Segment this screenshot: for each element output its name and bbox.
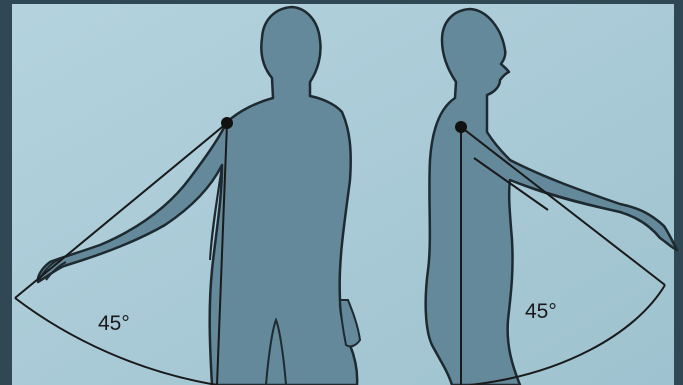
front-abduction-angle-label: 45°	[98, 312, 130, 335]
page-edge-left	[0, 0, 12, 385]
side-shoulder-joint-marker	[455, 121, 467, 133]
side-flexion-angle-label: 45°	[525, 300, 557, 323]
front-shoulder-joint-marker	[221, 117, 233, 129]
page-edge-right	[674, 0, 683, 385]
page-edge-top	[0, 0, 683, 4]
